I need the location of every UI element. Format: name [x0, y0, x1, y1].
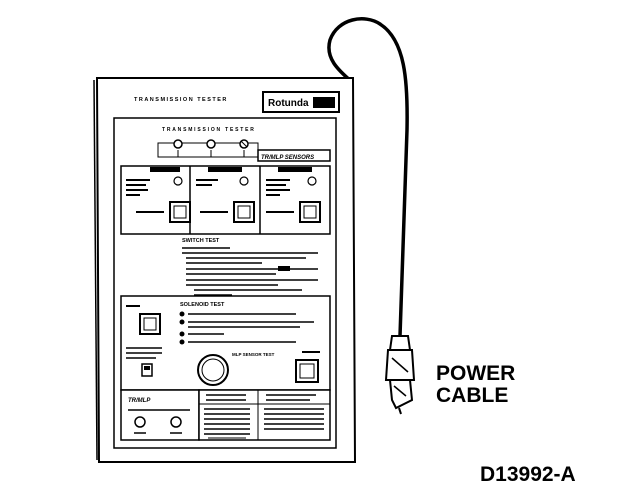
solenoid-test-label: SOLENOID TEST: [180, 302, 225, 308]
brand-text: Rotunda: [268, 98, 309, 109]
tr-mlp-section: TR/MLP: [120, 389, 331, 441]
power-plug: [384, 335, 416, 415]
inner-panel: TRANSMISSION TESTER TR/MLP SENSORS: [113, 117, 337, 449]
indicator-lamps: [157, 139, 259, 158]
callout-line-2: CABLE: [436, 384, 508, 407]
tr-mlp-jack-1[interactable]: [134, 416, 146, 428]
panel-title: TRANSMISSION TESTER: [162, 127, 256, 133]
callout-line-1: POWER: [436, 362, 515, 385]
switch-test-label: SWITCH TEST: [182, 238, 220, 244]
tr-mlp-label: TR/MLP: [128, 398, 151, 404]
switch-test-instructions: SWITCH TEST: [182, 238, 318, 296]
figure-id: D13992-A: [480, 463, 576, 486]
tr-mlp-jack-2[interactable]: [170, 416, 182, 428]
mlp-sensor-test-label: MLP SENSOR TEST: [232, 352, 275, 357]
solenoid-section: SOLENOID TEST MLP SENSOR TEST: [120, 295, 331, 391]
switch-section: [120, 165, 331, 235]
power-cable: [327, 17, 409, 337]
header-title: TRANSMISSION TESTER: [134, 97, 228, 103]
tr-mlp-sensors-label: TR/MLP SENSORS: [261, 155, 314, 161]
